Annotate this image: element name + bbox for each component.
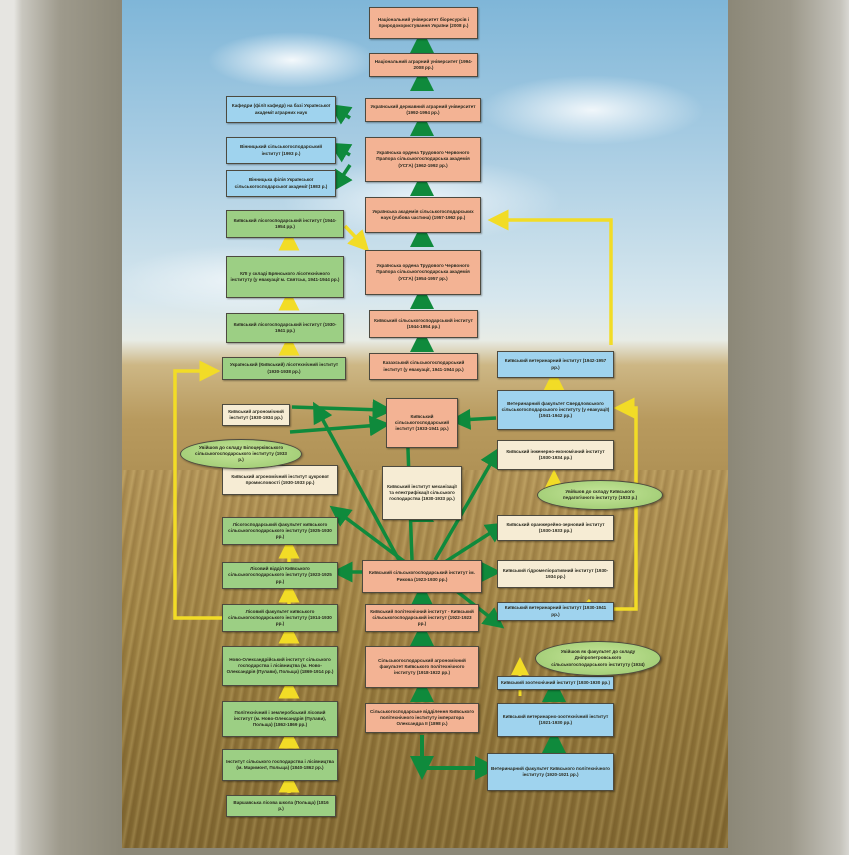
node-vinnytsia-branch: Вінницька філія Української сільськогосп… xyxy=(226,170,336,197)
node-polytechnic-forest-institute: Політехнічний і землеробський лісовий ін… xyxy=(222,701,338,737)
node-kyiv-polytechnic-agri-institute: Київський політехнічний інститут - Київс… xyxy=(365,604,479,632)
node-usga-1962: Українська ордена Трудового Червоного Пр… xyxy=(365,137,481,182)
node-departments-uaan: Кафедри (філії кафедр) на базі Українськ… xyxy=(226,96,336,123)
node-kyiv-vet-institute-1942: Київський ветеринарний інститут (1942-19… xyxy=(497,351,614,378)
node-kyiv-vet-zootechnical-institute: Київський ветеринарно-зоотехнічний інсти… xyxy=(497,703,614,737)
node-kyiv-agri-institute-rykov: Київський сільськогосподарський інститут… xyxy=(362,560,482,593)
node-kyiv-hydro-melioration-institute: Київський гідромеліоративний інститут (1… xyxy=(497,560,614,588)
note-bila-tserkva: Увійшов до складу Білоцерківського сільс… xyxy=(180,439,302,469)
note-dnipropetrovsk: Увійшов як факультет до складу Дніпропет… xyxy=(535,641,661,676)
node-novo-alexandria-institute: Ново-Олександрійський інститут сільськог… xyxy=(222,646,338,686)
node-forestry-faculty-kai: Лісогосподарський факультет київського с… xyxy=(222,517,338,545)
node-kyiv-forestry-institute-1944: Київський лісогосподарський інститут (19… xyxy=(226,210,344,238)
note-kyiv-pedagogical: Увійшов до складу Київського педагогічно… xyxy=(537,480,663,510)
node-usga-1954: Українська ордена Трудового Червоного Пр… xyxy=(365,250,481,295)
node-agri-agronomy-faculty: Сільськогосподарський агрономічний факул… xyxy=(365,646,479,688)
node-kyiv-agri-institute-1933: Київський сільськогосподарський інститут… xyxy=(386,398,458,448)
node-agri-department-1898: Сільськогосподарське відділення Київсько… xyxy=(365,703,479,733)
node-kyiv-agri-institute-1944: Київський сільськогосподарський інститут… xyxy=(369,310,478,338)
node-vinnytsia-agri-institute: Вінницький сільськогосподарський інститу… xyxy=(226,137,336,164)
node-forest-department-kai: Лісовий відділ Київського сільськогоспод… xyxy=(222,562,338,589)
node-ukrainian-forest-tech-institute: Український (Київський) лісотехнічний ін… xyxy=(222,357,346,380)
node-kyiv-greenhouse-grain-institute: Київський оранжерейно-зерновий інститут … xyxy=(497,515,614,541)
node-national-agrarian-university: Національний аграрний університет (1994-… xyxy=(369,53,478,77)
node-kyiv-forestry-institute-1930: Київський лісогосподарський інститут (19… xyxy=(226,313,344,343)
node-nubip: Національний університет біоресурсів і п… xyxy=(369,7,478,39)
node-kyiv-zootechnical-institute: Київський зоотехнічний інститут (1930-19… xyxy=(497,676,614,690)
node-kyiv-sugar-agronomy-institute: Київський агрономічний інститут цукрової… xyxy=(222,465,338,495)
node-academy-of-agricultural-sciences: Українська академія сільськогосподарськи… xyxy=(365,197,481,233)
node-sverdlovsk-vet-faculty: Ветеринарний факультет Свердловського сі… xyxy=(497,390,614,430)
node-kyiv-vet-institute-1930: Київський ветеринарний інститут (1930-19… xyxy=(497,602,614,621)
node-kli-bryansk: КЛІ у складі Брянського лісотехнічного і… xyxy=(226,256,344,298)
node-ukrainian-state-agrarian-university: Український державний аграрний університ… xyxy=(365,98,481,122)
node-warsaw-forest-school: Варшавська лісова школа (Польща) (1816 р… xyxy=(226,795,336,817)
node-kyiv-engineering-economic-institute: Київський інженерно-економічний інститут… xyxy=(497,440,614,470)
node-kyiv-agronomy-institute: Київський агрономічний інститут (1930-19… xyxy=(222,404,290,426)
node-forest-faculty-kai-1914: Лісовий факультет київського сільськогос… xyxy=(222,604,338,632)
node-kyiv-mechanization-institute: Київський інститут механізації та електр… xyxy=(382,466,462,520)
node-kazakh-agri-institute: Казахський сільськогосподарський інститу… xyxy=(369,353,478,380)
node-vet-faculty-kpi: Ветеринарний факультет Київського політе… xyxy=(487,753,614,791)
node-marymont-institute: Інститут сільського господарства і лісів… xyxy=(222,749,338,781)
